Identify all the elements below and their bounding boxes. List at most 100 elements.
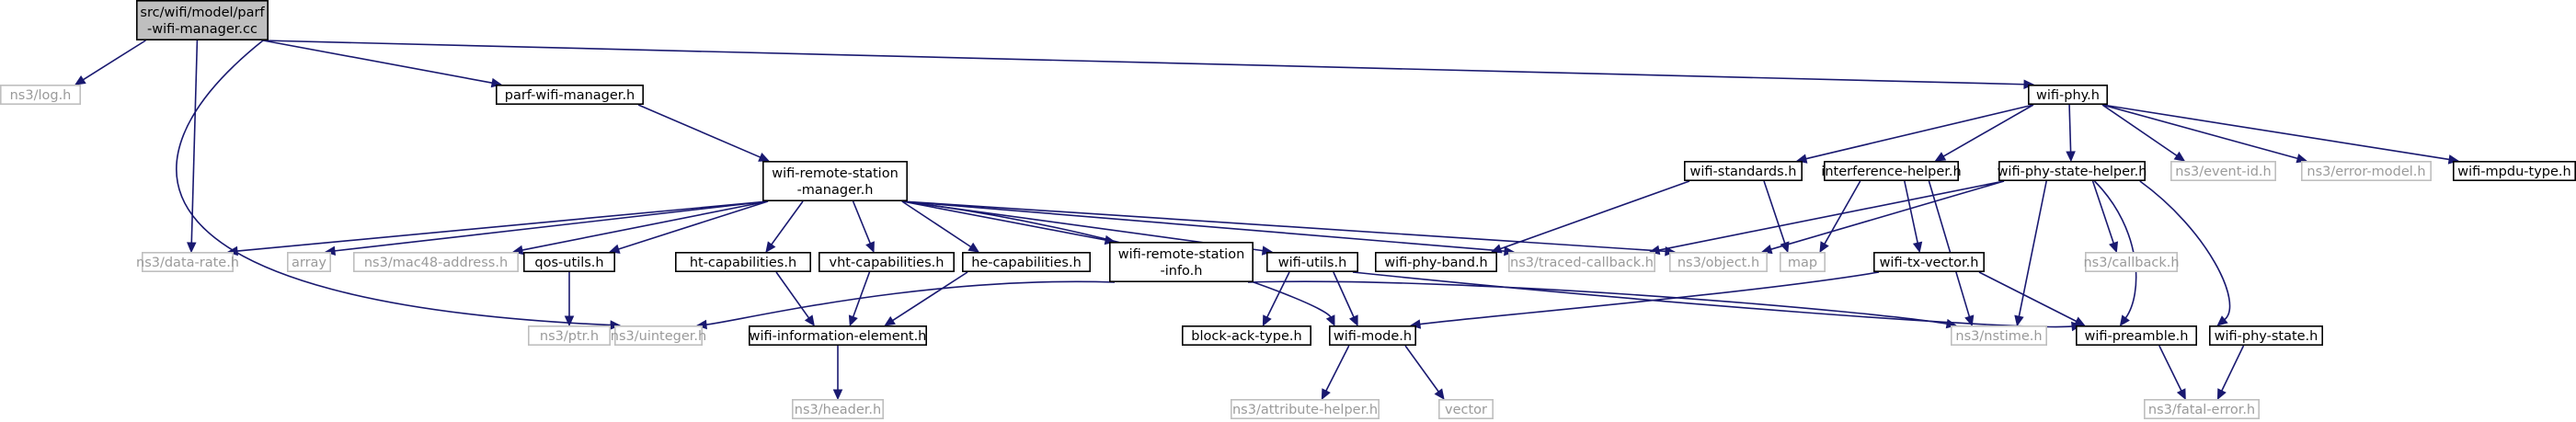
node-mac48: ns3/mac48-address.h bbox=[352, 251, 519, 272]
node-box bbox=[136, 0, 269, 41]
node-hecap[interactable]: he-capabilities.h bbox=[962, 251, 1092, 272]
edge-line bbox=[2018, 180, 2047, 317]
node-box bbox=[791, 398, 884, 419]
edge-arrowhead bbox=[765, 241, 776, 253]
node-box bbox=[1951, 325, 2048, 346]
edge-line bbox=[852, 271, 871, 317]
node-label: ns3/mac48-address.h bbox=[364, 256, 508, 270]
node-box bbox=[2085, 251, 2179, 272]
edge-arrowhead bbox=[1780, 241, 1790, 254]
edge-root-to-datarate bbox=[187, 40, 199, 254]
node-wps[interactable]: wifi-phy-state.h bbox=[2209, 325, 2324, 346]
edge-wrsm-to-qos bbox=[608, 200, 769, 254]
edge-arrowhead bbox=[865, 241, 875, 254]
node-wrsm[interactable]: wifi-remote-station-manager.h bbox=[761, 161, 908, 202]
node-wutils[interactable]: wifi-utils.h bbox=[1266, 251, 1359, 272]
node-wpre[interactable]: wifi-preamble.h bbox=[2076, 325, 2198, 346]
edge-arrowhead bbox=[804, 314, 815, 326]
node-box bbox=[1824, 161, 1960, 182]
edge-wstd-to-wpband bbox=[1490, 180, 1690, 254]
node-wstd[interactable]: wifi-standards.h bbox=[1684, 161, 1803, 182]
edge-wphy-to-wpsh bbox=[2066, 104, 2076, 163]
edge-line bbox=[618, 200, 769, 250]
node-label: wifi-phy-state-helper.h bbox=[1998, 165, 2147, 179]
edge-root-to-log bbox=[74, 40, 146, 86]
node-wphy[interactable]: wifi-phy.h bbox=[2028, 85, 2109, 106]
edge-wutils-to-wmode bbox=[1333, 271, 1358, 327]
node-label: ns3/nstime.h bbox=[1955, 329, 2042, 344]
node-box bbox=[0, 85, 82, 106]
edge-arrowhead bbox=[564, 315, 575, 327]
node-box bbox=[748, 325, 927, 346]
edge-line bbox=[1928, 180, 1971, 317]
node-box bbox=[2028, 85, 2109, 106]
node-label: parf-wifi-manager.h bbox=[505, 88, 635, 103]
edge-htcap-to-wie bbox=[775, 271, 815, 326]
node-wmode[interactable]: wifi-mode.h bbox=[1329, 325, 1417, 346]
node-datarate: ns3/data-rate.h bbox=[136, 251, 239, 272]
edge-wrsm-to-array bbox=[324, 200, 769, 257]
node-log: ns3/log.h bbox=[0, 85, 82, 106]
edge-line bbox=[83, 40, 146, 81]
edge-line bbox=[901, 200, 1506, 252]
edge-wps-to-fatal bbox=[2216, 345, 2245, 401]
node-qos[interactable]: qos-utils.h bbox=[522, 251, 615, 272]
node-label: block-ack-type.h bbox=[1191, 329, 1301, 344]
edge-line bbox=[901, 200, 1666, 253]
edge-arrowhead bbox=[1912, 241, 1923, 254]
node-root[interactable]: src/wifi/model/parf-wifi-manager.cc bbox=[136, 0, 269, 41]
node-label: wifi-standards.h bbox=[1690, 165, 1797, 179]
node-wie[interactable]: wifi-information-element.h bbox=[748, 325, 927, 346]
node-box bbox=[2209, 325, 2324, 346]
node-label: -wifi-manager.cc bbox=[147, 22, 258, 37]
node-box bbox=[1375, 251, 1498, 272]
node-box bbox=[674, 251, 811, 272]
node-vhtcap[interactable]: vht-capabilities.h bbox=[818, 251, 955, 272]
node-parfh[interactable]: parf-wifi-manager.h bbox=[495, 85, 644, 106]
edge-wpsh-to-wps bbox=[2139, 180, 2231, 326]
node-wpband[interactable]: wifi-phy-band.h bbox=[1375, 251, 1498, 272]
edge-arrowhead bbox=[2176, 388, 2186, 401]
edge-wutils-to-bat bbox=[1262, 271, 1290, 327]
edge-line bbox=[236, 200, 769, 252]
edge-arrowhead bbox=[2216, 315, 2228, 326]
node-box bbox=[2144, 398, 2261, 419]
node-label: -info.h bbox=[1161, 264, 1203, 279]
edge-line bbox=[2101, 104, 2298, 160]
edge-wphy-to-interf bbox=[1934, 104, 2034, 162]
edge-interf-to-nstime bbox=[1928, 180, 1975, 327]
edge-arrowhead bbox=[2119, 314, 2130, 326]
edge-wphy-to-wstd bbox=[1795, 104, 2034, 164]
node-bat[interactable]: block-ack-type.h bbox=[1182, 325, 1312, 346]
edge-arrowhead bbox=[1490, 244, 1503, 254]
edge-arrowhead bbox=[2173, 151, 2186, 162]
node-interf[interactable]: interference-helper.h bbox=[1821, 161, 1962, 182]
node-wtxv[interactable]: wifi-tx-vector.h bbox=[1873, 251, 1986, 272]
edge-line bbox=[1325, 345, 1350, 392]
edge-line bbox=[901, 200, 1106, 241]
node-box bbox=[1508, 251, 1656, 272]
edge-arrowhead bbox=[74, 74, 86, 86]
edge-line bbox=[2158, 345, 2182, 392]
edge-line bbox=[771, 200, 804, 245]
edge-line bbox=[190, 40, 199, 244]
edge-line bbox=[1266, 271, 1290, 318]
node-box bbox=[1669, 251, 1769, 272]
node-wrsi[interactable]: wifi-remote-station -info.h bbox=[1109, 241, 1254, 282]
node-label: wifi-remote-station bbox=[1118, 247, 1245, 262]
node-mpdu[interactable]: wifi-mpdu-type.h bbox=[2453, 161, 2576, 182]
edge-wpsh-to-traced bbox=[1648, 180, 2005, 256]
node-htcap[interactable]: ht-capabilities.h bbox=[674, 251, 811, 272]
edge-wpre-to-fatal bbox=[2158, 345, 2186, 401]
edge-arrowhead bbox=[1964, 314, 1975, 327]
node-wpsh[interactable]: wifi-phy-state-helper.h bbox=[1998, 161, 2147, 182]
edge-arrowhead bbox=[967, 242, 980, 253]
edge-arrowhead bbox=[1819, 241, 1829, 254]
edge-arrowhead bbox=[2216, 388, 2227, 401]
edge-wphy-to-errmodel bbox=[2101, 104, 2308, 164]
edge-line bbox=[176, 40, 612, 326]
edge-arrowhead bbox=[2073, 316, 2086, 326]
edge-line bbox=[2101, 104, 2450, 161]
edge-wpsh-to-nstime bbox=[2014, 180, 2047, 327]
